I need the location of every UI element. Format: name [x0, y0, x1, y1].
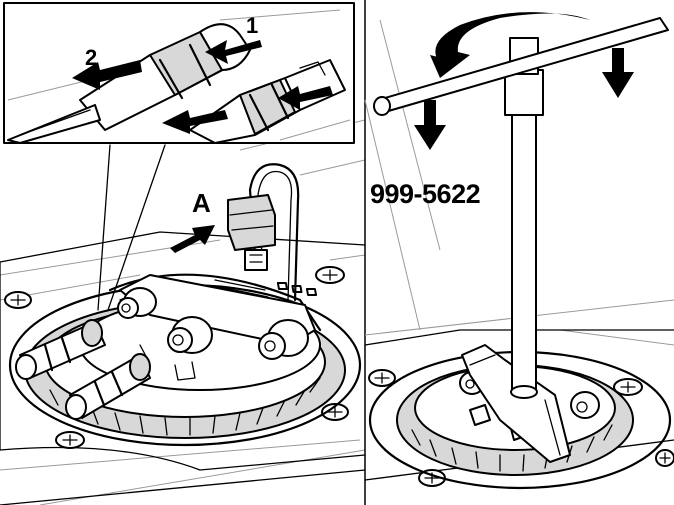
rotation-arrow-icon	[430, 12, 590, 78]
flange-port-center	[167, 316, 213, 354]
tool-t-handle	[373, 17, 669, 116]
arrow-lower-icon	[278, 86, 333, 110]
tool-shaft	[504, 37, 544, 399]
arrow-2-icon	[72, 60, 142, 90]
down-arrow-left-icon	[414, 100, 446, 150]
flange-port-right	[258, 319, 309, 360]
down-arrow-right-icon	[602, 48, 634, 98]
fuel-hose-lower	[65, 353, 151, 420]
arrow-a-icon	[170, 225, 215, 253]
tool-head-plate	[461, 344, 571, 463]
flange-port-left	[117, 287, 157, 319]
arrow-lower-left-icon	[162, 110, 228, 134]
label-step-2: 2	[85, 45, 97, 70]
fuel-hose-upper	[15, 319, 106, 380]
label-connector-a: A	[192, 188, 211, 218]
electrical-cable	[248, 163, 300, 302]
right-panel: 999-5622	[364, 12, 674, 490]
detail-inset: 1 2	[3, 2, 355, 144]
label-step-1: 1	[246, 13, 258, 38]
flange-bracket	[119, 274, 316, 346]
plate-screws	[4, 266, 349, 449]
electrical-connector-a	[227, 194, 276, 271]
label-tool-number: 999-5622	[370, 179, 480, 209]
arrow-1-icon	[205, 40, 262, 64]
left-panel: A 1 2	[0, 2, 366, 505]
inset-leader-lines	[97, 144, 166, 311]
